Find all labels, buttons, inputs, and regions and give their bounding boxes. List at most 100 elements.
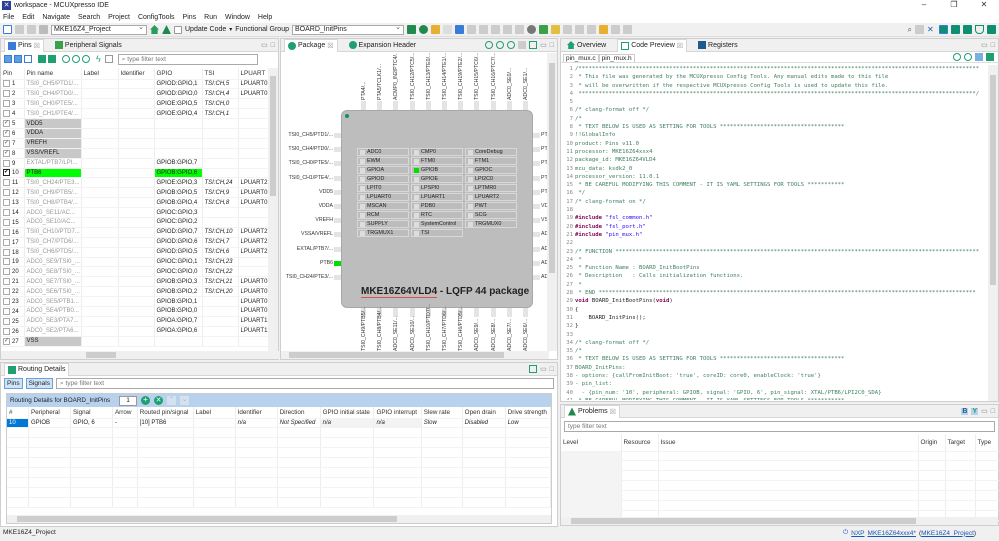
pin-tsi[interactable] — [202, 207, 239, 218]
pin-route-checkbox[interactable] — [3, 189, 10, 197]
pin-gpio[interactable] — [154, 118, 203, 129]
code-vscrollbar[interactable] — [988, 65, 998, 401]
peripheral-gpioe[interactable]: GPIOE — [411, 175, 463, 183]
package-pin-bottom[interactable]: TSI0_CH7/PTD6/... — [442, 306, 448, 351]
pin-identifier[interactable] — [118, 128, 155, 139]
routing-col-header[interactable]: GPIO interrupt — [373, 407, 422, 419]
package-pin-bottom[interactable]: ADC0_SE11/... — [393, 316, 400, 351]
pin-identifier[interactable] — [118, 108, 155, 120]
pin-lpuart[interactable]: LPUART0: — [238, 197, 269, 209]
pin-gpio[interactable]: GPIOB:GPIO,2 — [154, 286, 203, 298]
pin-route-checkbox[interactable]: ✓ — [3, 139, 10, 147]
routing-col-header[interactable]: Open drain — [462, 407, 506, 419]
pin-row[interactable]: 20 ADC0_SE8/TSI0_... GPIOC:GPIO,0 TSI:CH… — [1, 266, 269, 278]
pin-lpuart[interactable] — [238, 336, 269, 347]
routing-col-header[interactable]: # — [7, 407, 30, 419]
pin-label[interactable] — [81, 108, 119, 120]
routing-col-header[interactable]: Direction — [277, 407, 321, 419]
routing-count-field[interactable]: 1 — [119, 395, 137, 406]
pin-row[interactable]: 25 ADC0_SE3/PTA7... GPIOA:GPIO,7 LPUART1… — [1, 316, 269, 327]
pin-identifier[interactable] — [118, 158, 155, 169]
forward2-icon[interactable] — [610, 25, 620, 34]
routing-col-header[interactable]: Drive strength — [505, 407, 552, 419]
routing-col-header[interactable]: Signal — [70, 407, 113, 419]
package-pin-bottom[interactable]: TSI0_CH8/PTB4/... — [377, 306, 384, 351]
pin-row[interactable]: 4 TSI0_CH1/PTE4/... GPIOE:GPIO,4 TSI:CH,… — [1, 108, 269, 120]
pin-route-checkbox[interactable]: ✓ — [3, 337, 10, 345]
peripheral-gpiod[interactable]: GPIOD — [357, 175, 409, 183]
pins-col-header[interactable]: LPUART — [238, 68, 269, 80]
pin-tsi[interactable] — [202, 336, 239, 347]
pins-hscrollbar[interactable] — [1, 351, 280, 359]
package-pin-top[interactable]: PTA5/TCLK1/... — [377, 64, 384, 100]
pin-identifier[interactable] — [118, 98, 155, 110]
route-out-icon[interactable] — [72, 55, 80, 63]
pin-route-checkbox[interactable] — [3, 218, 10, 226]
pins-col-header[interactable]: Label — [81, 68, 119, 80]
peripheral-ewm[interactable]: EWM — [357, 157, 409, 165]
routing-cell[interactable]: 10 — [7, 418, 30, 429]
pin-row[interactable]: 16 TSI0_CH10/PTD7... GPIOD:GPIO,7 TSI:CH… — [1, 227, 269, 238]
package-pin-top[interactable]: TSI0_CH19/PTE2/... — [458, 53, 465, 100]
pin-label[interactable] — [81, 177, 119, 189]
pin-label[interactable] — [81, 247, 119, 258]
package-pin-top[interactable]: ACMP0_IN2/PTC4/... — [393, 53, 400, 100]
peripheral-mscan[interactable]: MSCAN — [357, 202, 409, 210]
pin-row[interactable]: 3 TSI0_CH0/PTE5/... GPIOE:GPIO,5 TSI:CH,… — [1, 98, 269, 110]
pin-lpuart[interactable]: LPUART0: — [238, 306, 269, 317]
project-link[interactable]: MKE16Z4_Project — [921, 529, 974, 537]
pin-label[interactable] — [81, 286, 119, 298]
pins-filter-input[interactable]: ⌕ type filter text — [117, 53, 258, 65]
pin-lpuart[interactable] — [238, 266, 269, 278]
package-pin-bottom[interactable]: ADC0_SE9/... — [474, 318, 481, 351]
maximize-icon[interactable]: □ — [270, 41, 275, 49]
pin-identifier[interactable] — [118, 296, 155, 307]
dcd-perspective-icon[interactable] — [987, 25, 996, 34]
pin-identifier[interactable] — [118, 207, 155, 218]
pin-route-checkbox[interactable] — [3, 100, 10, 108]
pin-lpuart[interactable] — [238, 148, 269, 159]
minimize-icon[interactable]: ▭ — [261, 42, 268, 49]
pin-row[interactable]: 15 ADC0_SE10/AC... GPIOC:GPIO,2 — [1, 217, 269, 228]
pin-route-checkbox[interactable] — [3, 110, 10, 118]
pin-row[interactable]: 12 TSI0_CH9/PTB5/... GPIOB:GPIO,5 TSI:CH… — [1, 187, 269, 199]
pin-row[interactable]: 24 ADC0_SE4/PTB0... GPIOB:GPIO,0 LPUART0… — [1, 306, 269, 317]
pin-route-checkbox[interactable] — [3, 268, 10, 276]
pin-lpuart[interactable]: LPUART1: — [238, 316, 269, 327]
pin-row[interactable]: ✓10 PTB6 GPIOB:GPIO,6 — [1, 168, 269, 179]
pin-lpuart[interactable]: LPUART0: — [238, 79, 269, 90]
package-pin-bottom[interactable]: ADC0_SE10/... — [409, 315, 416, 351]
package-pin-right[interactable]: VD — [541, 203, 549, 209]
add-route-button[interactable]: + — [141, 396, 150, 405]
routing-cell[interactable]: Not Specified — [277, 418, 321, 429]
undo-icon[interactable] — [430, 25, 440, 34]
pin-label[interactable] — [81, 336, 119, 347]
pin-lpuart[interactable]: LPUART2: — [238, 247, 269, 258]
pin-row[interactable]: 11 TSI0_CH24/PTE3... GPIOE:GPIO,3 TSI:CH… — [1, 177, 269, 189]
pin-label[interactable] — [81, 158, 119, 169]
pin-tsi[interactable] — [202, 217, 239, 228]
package-pin-top[interactable]: TSI0_CH13/PTE0/... — [425, 53, 432, 100]
filter-routed-icon[interactable] — [4, 55, 12, 63]
remove-route-button[interactable]: ✕ — [154, 396, 163, 405]
pin-tsi[interactable] — [202, 128, 239, 139]
pin-label[interactable] — [81, 296, 119, 307]
pin-lpuart[interactable] — [238, 128, 269, 139]
pin-row[interactable]: ✓8 VSS/VREFL — [1, 148, 269, 159]
pin-lpuart[interactable] — [238, 257, 269, 268]
pin-identifier[interactable] — [118, 326, 155, 337]
pin-route-checkbox[interactable] — [3, 288, 10, 296]
pin-identifier[interactable] — [118, 316, 155, 327]
minimize-icon[interactable]: ▭ — [981, 408, 988, 415]
pin-lpuart[interactable]: LPUART1: — [238, 326, 269, 337]
pin-identifier[interactable] — [118, 336, 155, 347]
pin-identifier[interactable] — [118, 247, 155, 258]
zoom-out-icon[interactable] — [964, 53, 972, 61]
pin-gpio[interactable]: GPIOE:GPIO,5 — [154, 98, 203, 110]
pins-vscrollbar[interactable] — [268, 68, 278, 352]
pin-identifier[interactable] — [118, 217, 155, 228]
pins-col-header[interactable]: Pin name — [24, 68, 82, 80]
pins-toggle-button[interactable]: Pins — [4, 378, 23, 389]
problems-col-header[interactable]: Resource — [621, 434, 659, 452]
